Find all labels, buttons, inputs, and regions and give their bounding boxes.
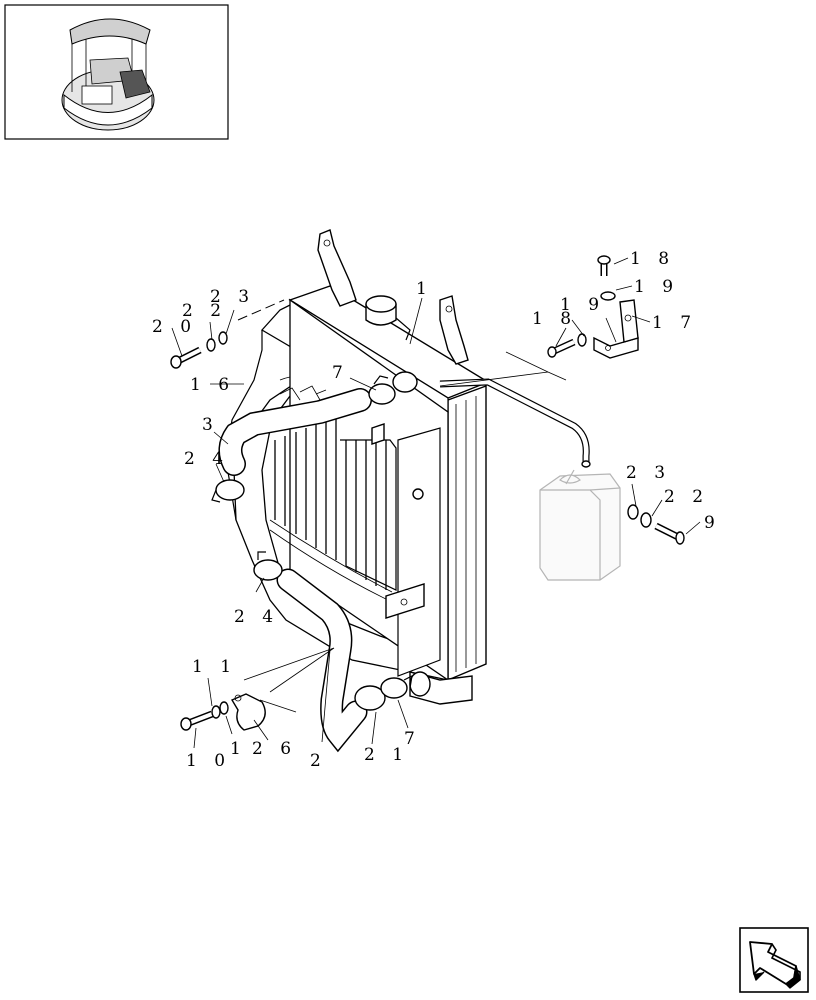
upper-hose xyxy=(218,388,372,476)
washer xyxy=(640,512,652,528)
callout-22-right: 2 2 xyxy=(664,487,709,507)
bolt xyxy=(547,338,576,358)
callout-12: 1 xyxy=(230,739,247,759)
washer xyxy=(577,333,587,347)
callout-24-lower: 2 4 xyxy=(234,607,279,627)
radiator-core xyxy=(269,229,490,705)
callout-1: 1 xyxy=(416,279,433,299)
hose-support-clip xyxy=(230,693,266,731)
callout-17: 1 7 xyxy=(652,313,697,333)
hose-clamp xyxy=(354,685,386,711)
callout-9: 9 xyxy=(704,513,721,533)
callout-18-mid: 1 8 xyxy=(532,309,577,329)
callout-22-left: 2 2 xyxy=(182,301,227,321)
callout-7-lower: 7 xyxy=(404,729,421,749)
callout-labels: 1 7 3 2 4 1 6 2 0 2 2 2 3 2 4 1 1 1 0 1 … xyxy=(152,249,721,771)
tank-bracket xyxy=(593,299,639,359)
callout-24-upper: 2 4 xyxy=(184,449,229,469)
expansion-tank xyxy=(539,469,621,581)
hose-clamp xyxy=(211,479,245,503)
oil-cooler-fins xyxy=(269,416,397,603)
top-inlet-neck xyxy=(392,371,418,393)
radiator-cap xyxy=(365,295,411,341)
washer xyxy=(206,338,216,352)
bolt xyxy=(170,346,202,369)
callout-20: 2 0 xyxy=(152,317,197,337)
callout-23-right: 2 3 xyxy=(626,463,671,483)
callout-19-top: 1 9 xyxy=(634,277,679,297)
machine-locator-thumbnail-icon xyxy=(4,4,229,140)
callout-26: 2 6 xyxy=(252,739,297,759)
bolt xyxy=(180,710,214,731)
bolt xyxy=(654,522,685,545)
callout-16: 1 6 xyxy=(190,375,235,395)
return-arrow-icon[interactable] xyxy=(739,927,809,993)
callout-18-top: 1 8 xyxy=(630,249,675,269)
hose-clamp xyxy=(380,674,413,699)
lower-hose xyxy=(276,568,368,753)
hose-clamp xyxy=(368,375,396,405)
hose-clamp xyxy=(253,551,283,581)
callout-21: 2 1 xyxy=(364,745,409,765)
washer xyxy=(600,291,616,301)
callout-3: 3 xyxy=(202,415,219,435)
washer xyxy=(627,504,639,520)
callout-11: 1 1 xyxy=(192,657,237,677)
overflow-tube xyxy=(439,378,591,468)
leader-lines xyxy=(171,257,701,749)
washer xyxy=(211,705,221,719)
callout-2: 2 xyxy=(310,751,327,771)
callout-19-mid: 1 9 xyxy=(560,295,605,315)
callout-23-left: 2 3 xyxy=(210,287,255,307)
washer xyxy=(218,331,228,345)
callout-10: 1 0 xyxy=(186,751,231,771)
bolt xyxy=(597,255,611,276)
callout-7-upper: 7 xyxy=(332,363,349,383)
washer xyxy=(219,701,229,715)
